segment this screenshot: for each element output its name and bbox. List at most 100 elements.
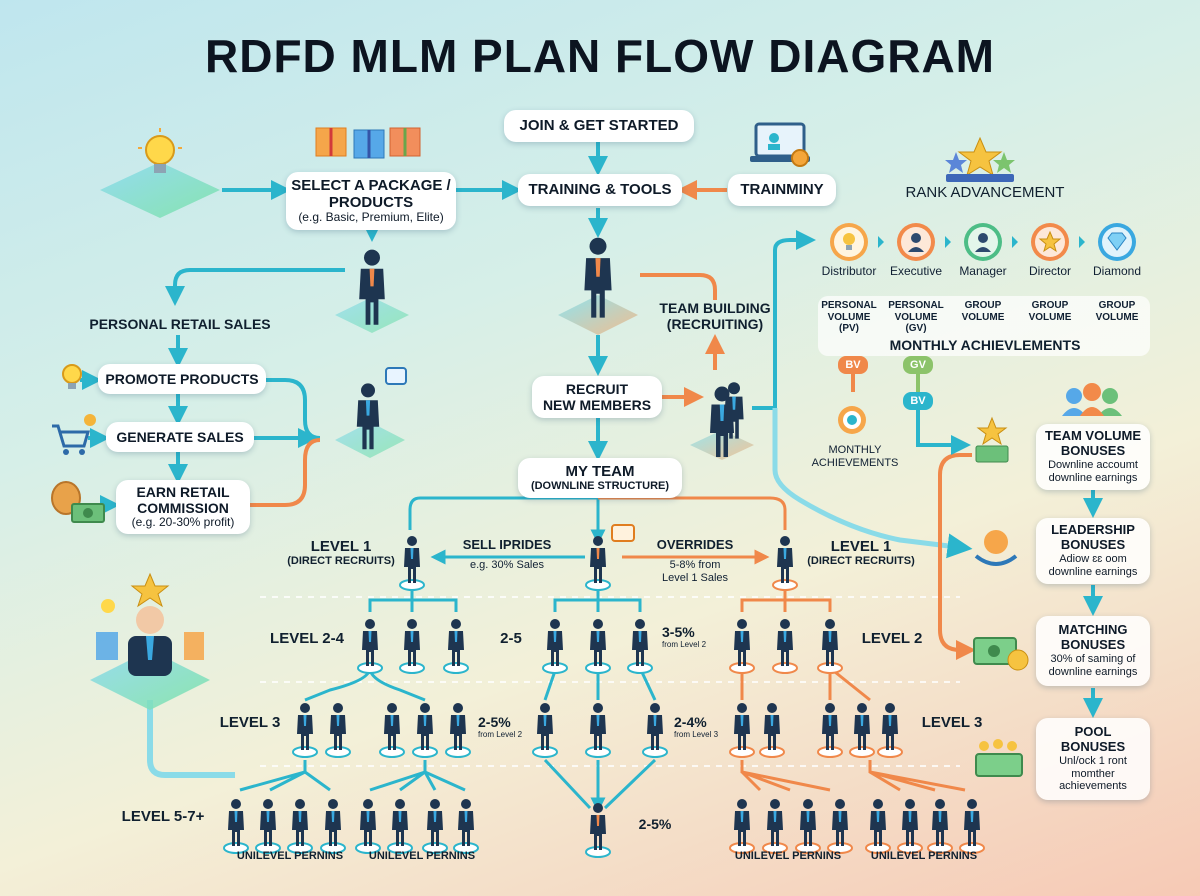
pool-line2: BONUSES [1060, 739, 1126, 755]
my-team-label: MY TEAM [565, 463, 635, 481]
pct-2-4: 2-4% [674, 714, 707, 730]
generate-label: GENERATE SALES [116, 428, 244, 445]
person-platform-left [335, 297, 409, 333]
level-separators [260, 596, 960, 767]
shopping-cart-icon [52, 414, 96, 455]
top-flow-arrows [165, 142, 727, 461]
person-icon [627, 619, 653, 674]
trainminy-box: TRAINMINY [728, 174, 836, 206]
recruit-box: RECRUIT NEW MEMBERS [532, 376, 662, 418]
retail-flow-arrows [80, 335, 321, 515]
join-box: JOIN & GET STARTED [504, 110, 694, 142]
person-icon [542, 619, 568, 674]
overrides-label: OVERRIDES 5-8% from Level 1 Sales [640, 537, 750, 584]
rank-manager-icon [964, 223, 1002, 261]
person-icon [412, 703, 438, 758]
star-money-icon [975, 416, 1009, 463]
sell-title: SELL IPRIDES [462, 537, 552, 552]
matching-desc2: downline earnings [1048, 665, 1138, 678]
rank-executive-icon [897, 223, 935, 261]
person-platform-center [558, 295, 638, 335]
unilevel-label-3: UNILEVEL PERNINS [734, 850, 842, 862]
bv-pill-1: BV [838, 356, 868, 374]
pct-3-5: 3-5% [662, 624, 695, 640]
lightbulb-icon [138, 128, 182, 173]
team-volume-desc2: downline earnings [1048, 471, 1138, 484]
rank-name-director: Director [1028, 264, 1071, 278]
person-icon [287, 799, 313, 854]
person-icon [422, 799, 448, 854]
unilevel-label-4: UNILEVEL PERNINS [870, 850, 978, 862]
person-icon [827, 799, 853, 854]
join-label: JOIN & GET STARTED [519, 117, 679, 135]
person-icon [772, 619, 798, 674]
person-icon [387, 799, 413, 854]
level1-left-sub: (DIRECT RECRUITS) [287, 555, 395, 568]
pct-2-5-b-label: 2-5% from Level 2 [478, 714, 538, 739]
level1-right-label: LEVEL 1 (DIRECT RECRUITS) [796, 538, 926, 568]
team-volume-desc1: Downline accoumt [1048, 459, 1138, 472]
level3-right-label: LEVEL 3 [921, 714, 983, 731]
level2-right-label: LEVEL 2 [861, 630, 923, 647]
matching-line1: MATCHING [1058, 622, 1128, 638]
leadership-desc2: downline earnings [1048, 565, 1138, 578]
pct-3-5-label: 3-5% from Level 2 [662, 624, 722, 649]
unilevel-label-1: UNILEVEL PERNINS [236, 850, 344, 862]
recruit-line1: RECRUIT [565, 380, 629, 397]
person-icon [292, 703, 318, 758]
pct-2-5-b-sub: from Level 2 [478, 730, 523, 740]
person-icon [865, 799, 891, 854]
pct-2-5-a: 2-5 [500, 630, 522, 647]
person-icon [759, 703, 785, 758]
person-icon [729, 619, 755, 674]
rank-distributor-icon [830, 223, 868, 261]
level1-left-label: LEVEL 1 (DIRECT RECRUITS) [276, 538, 406, 568]
laptop-gear-icon [750, 122, 810, 167]
rank-metrics-panel [818, 296, 1150, 356]
target-icon [838, 406, 866, 434]
person-icon [532, 703, 558, 758]
person-icon [325, 703, 351, 758]
matching-desc1: 30% of saming of [1050, 653, 1136, 666]
package-line1: SELECT A PACKAGE / [291, 176, 451, 194]
leadership-bonus-box: LEADERSHIP BONUSES Adiow ɛɛ oom downline… [1036, 518, 1150, 584]
person-icon [729, 703, 755, 758]
manager-platform [90, 650, 210, 710]
bv-pill-2: BV [903, 392, 933, 410]
earn-line2: COMMISSION [137, 500, 229, 517]
person-icon [379, 703, 405, 758]
pct-2-5-b: 2-5% [478, 714, 511, 730]
level1-right-title: LEVEL 1 [830, 538, 892, 555]
person-icon [959, 799, 985, 854]
earn-example: (e.g. 20-30% profit) [131, 515, 235, 530]
unilevel-label-2: UNILEVEL PERNINS [368, 850, 476, 862]
person-icon [724, 382, 744, 439]
pct-2-4-label: 2-4% from Level 3 [674, 714, 734, 739]
leadership-line2: BONUSES [1060, 537, 1126, 553]
small-lightbulb-icon [62, 364, 82, 389]
my-team-box: MY TEAM (DOWNLINE STRUCTURE) [518, 458, 682, 498]
person-icon [642, 703, 668, 758]
rank-diamond-icon [1098, 223, 1136, 261]
overrides-sub2: Level 1 Sales [661, 571, 729, 584]
person-icon [585, 536, 611, 591]
monthly-achievements-label: MONTHLY ACHIEVLEMENTS [889, 337, 1081, 353]
manager-illustration-icon [96, 572, 204, 676]
money-bag-icon [51, 481, 105, 523]
left-loop-connector [147, 700, 235, 778]
person-icon [772, 536, 798, 591]
dollar-speech-icon [385, 367, 635, 542]
level1-left-title: LEVEL 1 [310, 538, 372, 555]
pool-desc2: momther [1071, 767, 1115, 780]
person-icon [849, 703, 875, 758]
person-icon [585, 803, 611, 858]
training-label: TRAINING & TOOLS [528, 181, 672, 199]
recruit-line2: NEW MEMBERS [542, 397, 652, 413]
team-icon [1062, 383, 1122, 416]
level3-left-label: LEVEL 3 [219, 714, 281, 731]
person-icon [359, 249, 385, 325]
bonus-connectors [752, 230, 1103, 718]
